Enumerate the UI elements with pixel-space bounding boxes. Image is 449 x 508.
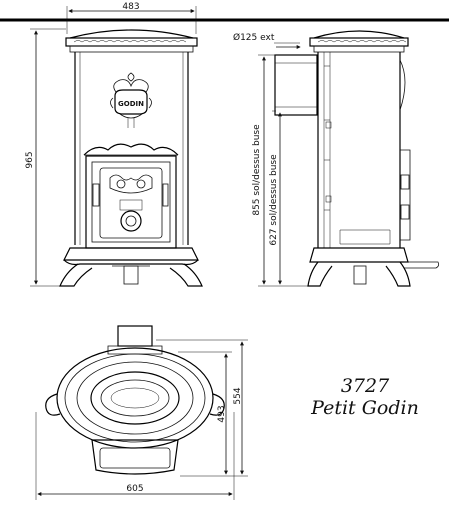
dim-top-width: 483 — [122, 2, 139, 12]
godin-badge-text: GODIN — [118, 100, 144, 108]
godin-medallion: GODIN — [110, 72, 152, 128]
model-caption: 3727 Petit Godin — [300, 375, 430, 419]
dim-plan-depth-inner: 493 — [217, 405, 227, 422]
dim-total-height: 965 — [25, 151, 35, 168]
dim-flue-height-lower: 627 sol/dessus buse — [269, 154, 279, 246]
front-view: 483 965 GODIN — [25, 2, 203, 287]
dim-flue-height-upper: 855 sol/dessus buse — [252, 124, 262, 216]
model-name: Petit Godin — [311, 397, 419, 419]
dim-plan-depth-outer: 554 — [233, 387, 243, 404]
model-number: 3727 — [340, 375, 390, 397]
dim-flue-diameter: Ø125 ext — [233, 32, 275, 43]
dim-plan-width: 605 — [126, 484, 143, 494]
plan-view: 554 493 605 — [35, 325, 248, 500]
side-view: Ø125 ext 855 sol/dessus buse 627 sol/des… — [233, 30, 440, 287]
